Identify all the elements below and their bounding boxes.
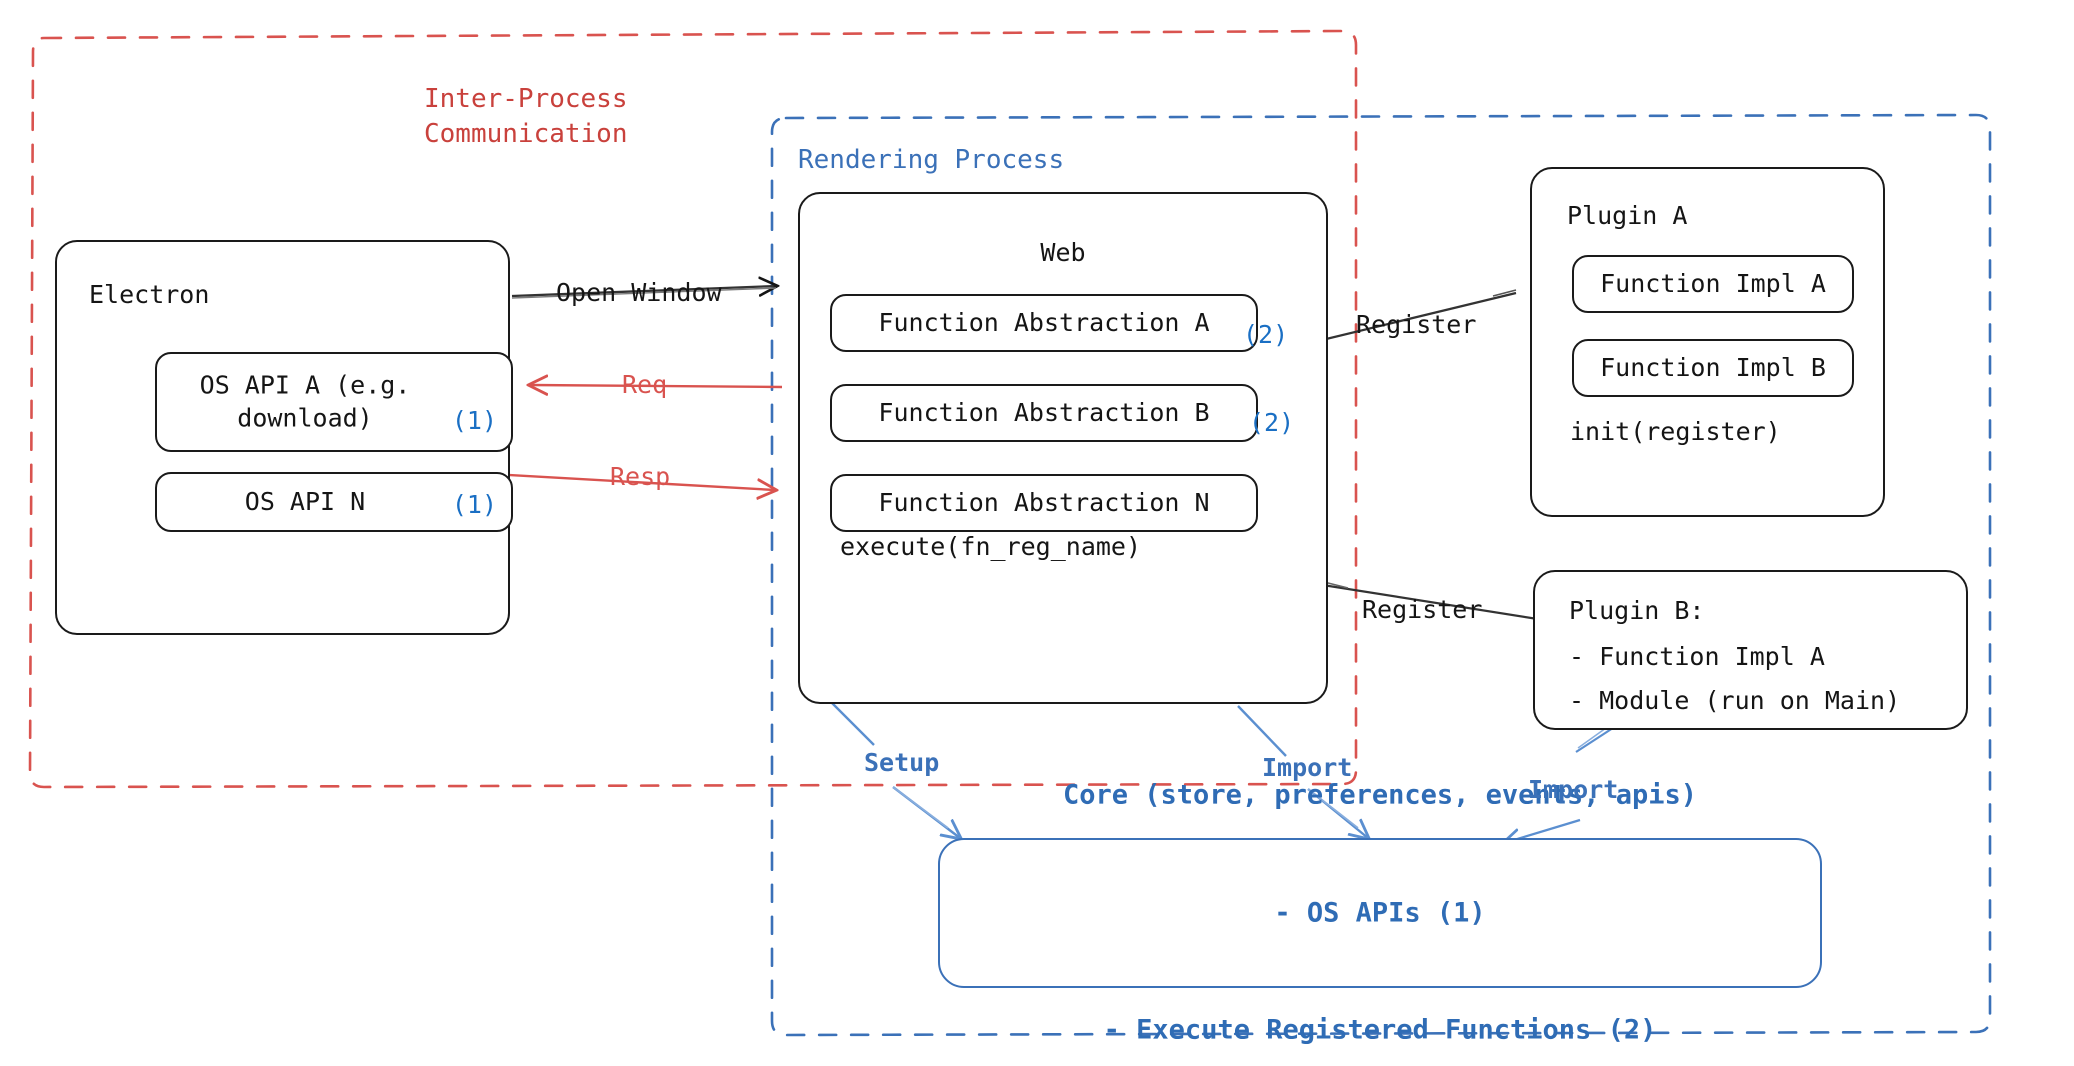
function-abstraction-n-label: Function Abstraction N	[878, 487, 1210, 517]
plugin-b-box[interactable]: Plugin B: - Function Impl A - Module (ru…	[1533, 570, 1968, 730]
core-box[interactable]: Core (store, preferences, events, apis) …	[938, 780, 1822, 1046]
function-abstraction-b-label: Function Abstraction B	[878, 397, 1210, 427]
function-abstraction-a-marker: (2)	[1243, 320, 1289, 349]
web-box[interactable]: Web Function Abstraction A Function Abst…	[798, 192, 1328, 704]
edge-label-import-web: Import	[1262, 753, 1353, 782]
rendering-region-label: Rendering Process	[798, 145, 1065, 175]
plugin-a-footer-init: init(register)	[1570, 417, 1781, 446]
electron-box[interactable]: Electron OS API A (e.g. download) (1) OS…	[55, 240, 513, 635]
edge-label-setup: Setup	[864, 748, 940, 777]
os-api-a-label: OS API A (e.g. download)	[199, 370, 411, 433]
os-api-a-box[interactable]: OS API A (e.g. download) (1)	[155, 352, 513, 452]
function-abstraction-n-box[interactable]: Function Abstraction N	[830, 474, 1258, 532]
function-abstraction-b-box[interactable]: Function Abstraction B	[830, 384, 1258, 442]
web-title: Web	[1040, 238, 1086, 267]
plugin-a-function-impl-a-box[interactable]: Function Impl A	[1572, 255, 1854, 313]
function-abstraction-a-box[interactable]: Function Abstraction A	[830, 294, 1258, 352]
electron-title: Electron	[89, 280, 210, 309]
edge-label-register-b: Register	[1362, 595, 1483, 624]
core-line-1: Core (store, preferences, events, apis)	[1063, 780, 1697, 812]
edge-label-import-plugin-b: Import	[1528, 775, 1619, 804]
plugin-a-function-impl-a-label: Function Impl A	[1600, 268, 1826, 298]
plugin-a-box[interactable]: Plugin A Function Impl A Function Impl B…	[1530, 167, 1885, 517]
plugin-b-line-2: - Module (run on Main)	[1569, 686, 1901, 715]
core-line-2: - OS APIs (1)	[1274, 897, 1486, 929]
edge-label-req: Req	[622, 370, 668, 399]
core-text-block: Core (store, preferences, events, apis) …	[940, 698, 1820, 1066]
plugin-a-function-impl-b-label: Function Impl B	[1600, 352, 1826, 382]
ipc-region-label: Inter-Process Communication	[424, 84, 628, 149]
edge-label-open-window: Open Window	[556, 278, 722, 307]
plugin-a-title: Plugin A	[1567, 201, 1688, 230]
plugin-b-line-1: - Function Impl A	[1569, 642, 1825, 671]
edge-label-register-a: Register	[1356, 310, 1477, 339]
os-api-a-marker: (1)	[451, 406, 497, 435]
os-api-n-box[interactable]: OS API N (1)	[155, 472, 513, 532]
function-abstraction-a-label: Function Abstraction A	[878, 307, 1210, 337]
os-api-n-marker: (1)	[451, 490, 497, 519]
os-api-n-label: OS API N	[244, 486, 366, 516]
plugin-b-title: Plugin B:	[1569, 596, 1705, 625]
web-footer-execute: execute(fn_reg_name)	[840, 532, 1142, 561]
core-line-3: - Execute Registered Functions (2)	[1103, 1014, 1657, 1046]
edge-label-resp: Resp	[610, 462, 671, 491]
plugin-a-function-impl-b-box[interactable]: Function Impl B	[1572, 339, 1854, 397]
function-abstraction-b-marker: (2)	[1249, 408, 1295, 437]
